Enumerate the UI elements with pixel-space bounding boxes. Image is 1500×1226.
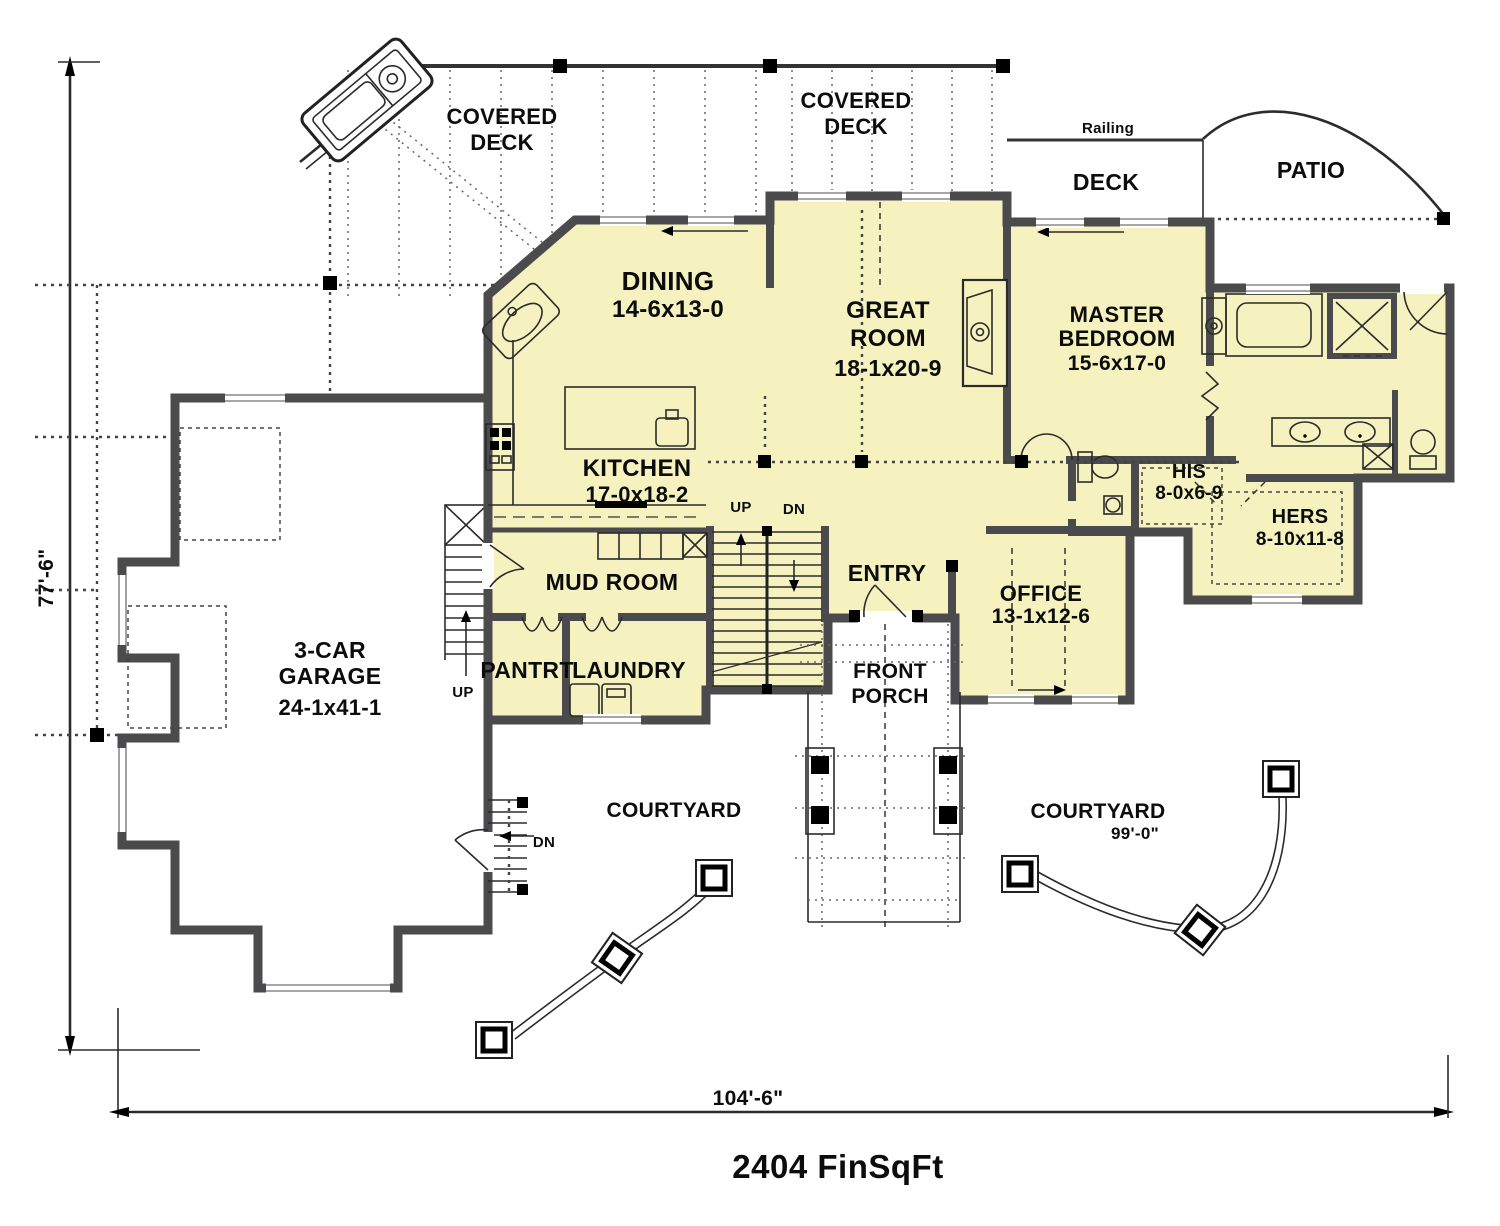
- front-porch-structure: [795, 624, 970, 930]
- planter-pillar: [1262, 760, 1300, 798]
- label-garage-stairs-up: UP: [452, 684, 474, 701]
- dimension-lines: [58, 56, 1454, 1118]
- label-side-stairs-dn: DN: [532, 834, 556, 851]
- label-entry: ENTRY: [847, 560, 927, 586]
- porch-post: [933, 747, 963, 835]
- kitchen-island: [564, 386, 696, 450]
- label-kitchen-name: KITCHEN: [582, 455, 692, 482]
- label-master-size: 15-6x17-0: [1067, 352, 1167, 375]
- planter-pillar: [590, 931, 644, 985]
- planter-pillar: [695, 859, 733, 897]
- label-patio: PATIO: [1276, 157, 1346, 183]
- bathtub-icon: [1201, 293, 1323, 357]
- patio-post: [1437, 212, 1450, 225]
- label-dim-width: 104'-6": [712, 1087, 784, 1110]
- label-laundry: LAUNDRY: [572, 657, 686, 683]
- garage-structure: [115, 392, 534, 995]
- main-stairs: [711, 526, 823, 694]
- label-garage-size: 24-1x41-1: [278, 695, 382, 720]
- planter-pillar: [475, 1021, 513, 1059]
- planter-pillar: [1001, 855, 1039, 893]
- deck-post: [90, 728, 104, 742]
- range-icon: [485, 423, 515, 471]
- label-courtyard-left: COURTYARD: [606, 799, 742, 822]
- label-covered-deck-left: COVERED DECK: [446, 104, 558, 155]
- fireplace-icon: [961, 278, 1009, 388]
- label-great-room-name: GREAT ROOM: [846, 297, 930, 353]
- garage-stairs-up: [444, 504, 488, 676]
- label-hers-name: HERS: [1271, 506, 1329, 528]
- label-great-room-size: 18-1x20-9: [834, 355, 942, 381]
- vanity-double-sink-icon: [1271, 417, 1391, 447]
- label-his-name: HIS: [1171, 461, 1207, 483]
- porch-post: [805, 747, 835, 835]
- courtyard-features: [475, 760, 1300, 1059]
- windows: [583, 190, 1310, 726]
- label-dining-name: DINING: [621, 266, 715, 296]
- shower-icon: [1327, 293, 1397, 359]
- deck-post: [553, 59, 567, 73]
- hers-closet-shelves: [1211, 491, 1343, 585]
- label-his-size: 8-0x6-9: [1155, 483, 1223, 504]
- label-deck: DECK: [1072, 169, 1140, 195]
- label-stairs-up: UP: [730, 499, 752, 516]
- label-mud-room: MUD ROOM: [545, 569, 679, 595]
- house-structure: [482, 190, 1455, 726]
- toilet-icon: [1409, 429, 1437, 470]
- hot-tub-icon: [300, 37, 434, 163]
- label-courtyard-right: COURTYARD: [1030, 800, 1166, 823]
- label-stairs-dn: DN: [782, 501, 806, 518]
- label-office-size: 13-1x12-6: [991, 605, 1091, 628]
- corner-sink-icon: [482, 282, 560, 360]
- powder-toilet-icon: [1077, 451, 1123, 515]
- deck-post: [763, 59, 777, 73]
- deck-post: [996, 59, 1010, 73]
- his-closet-shelves: [1141, 467, 1223, 525]
- label-courtyard-size: 99'-0": [1111, 824, 1159, 843]
- side-stairs-dn: [454, 797, 534, 895]
- label-garage-name: 3-CAR GARAGE: [278, 637, 382, 690]
- label-master-name: MASTER BEDROOM: [1058, 302, 1176, 352]
- label-railing: Railing: [1081, 120, 1135, 137]
- plan-title: 2404 FinSqFt: [732, 1148, 944, 1185]
- label-dim-height: 77'-6": [34, 548, 58, 608]
- linen-closet-icon: [1362, 443, 1394, 470]
- planter-pillar: [1173, 903, 1227, 957]
- label-covered-deck-mid: COVERED DECK: [800, 88, 912, 139]
- label-kitchen-size: 17-0x18-2: [585, 482, 689, 507]
- patio-arc: [1202, 110, 1450, 221]
- label-pantry: PANTRT: [480, 657, 574, 683]
- label-front-porch: FRONT PORCH: [851, 660, 929, 709]
- label-dining-size: 14-6x13-0: [611, 296, 725, 323]
- label-hers-size: 8-10x11-8: [1255, 529, 1345, 550]
- deck-post: [323, 276, 337, 290]
- mud-bench-cubbies: [597, 532, 708, 560]
- label-office-name: OFFICE: [999, 581, 1083, 606]
